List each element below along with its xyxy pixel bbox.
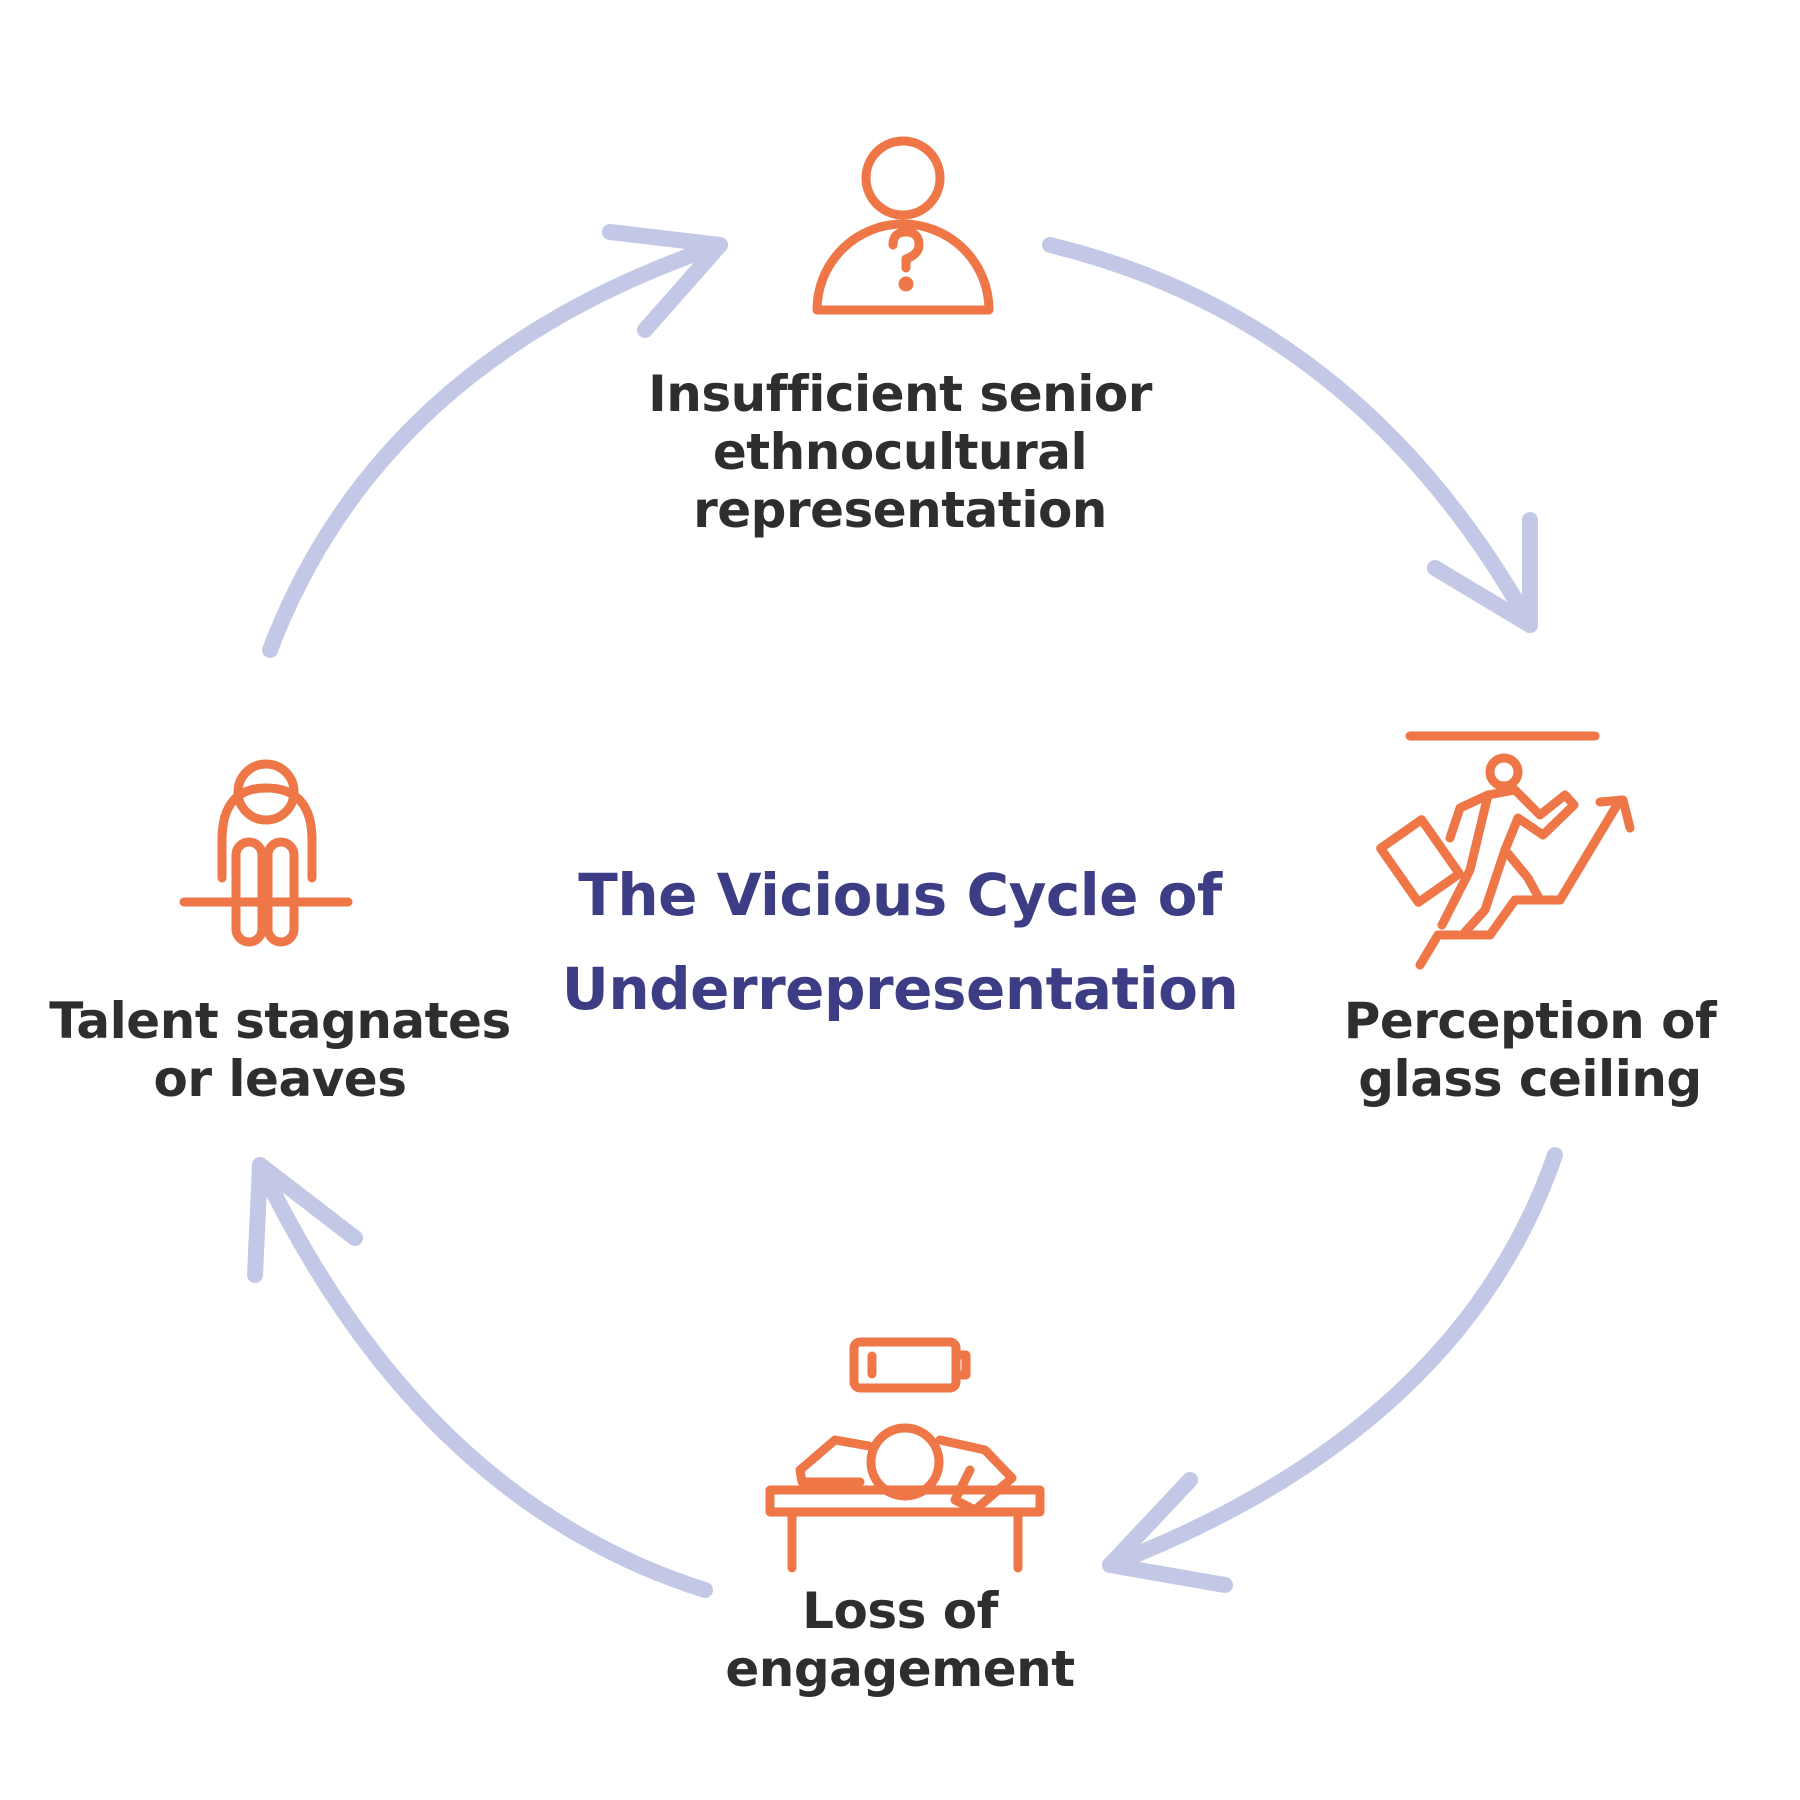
- arrow-left-to-top: [262, 224, 728, 658]
- stage-label-talent-stagnates: Talent stagnates or leaves: [40, 992, 520, 1108]
- arrow-right-to-bottom: [1102, 1147, 1563, 1593]
- stage-label-glass-ceiling: Perception of glass ceiling: [1330, 992, 1730, 1108]
- stage-label-line: glass ceiling: [1358, 1050, 1702, 1108]
- stage-label-line: Talent stagnates: [49, 992, 511, 1050]
- low-battery-desk-icon: [765, 1337, 1045, 1573]
- stage-label-line: engagement: [725, 1640, 1075, 1698]
- stage-label-line: Loss of: [802, 1582, 998, 1640]
- stage-label-loss-of-engagement: Loss of engagement: [660, 1582, 1140, 1698]
- person-question-icon: [812, 136, 994, 315]
- diagram-title: The Vicious Cycle of Underrepresentation: [500, 848, 1300, 1036]
- arrow-bottom-to-left: [247, 1157, 713, 1598]
- stage-label-insufficient-representation: Insufficient senior ethnocultural repres…: [600, 365, 1200, 539]
- climbing-businessman-icon: [1376, 731, 1635, 970]
- seated-person-icon: [179, 759, 353, 947]
- stage-label-line: representation: [693, 481, 1107, 539]
- diagram-title-line-2: Underrepresentation: [561, 955, 1239, 1023]
- stage-label-line: Insufficient senior: [648, 365, 1152, 423]
- arrow-top-to-right: [1042, 237, 1538, 633]
- stage-label-line: or leaves: [153, 1050, 407, 1108]
- stage-label-line: ethnocultural: [712, 423, 1088, 481]
- diagram-title-line-1: The Vicious Cycle of: [578, 861, 1222, 929]
- stage-label-line: Perception of: [1343, 992, 1717, 1050]
